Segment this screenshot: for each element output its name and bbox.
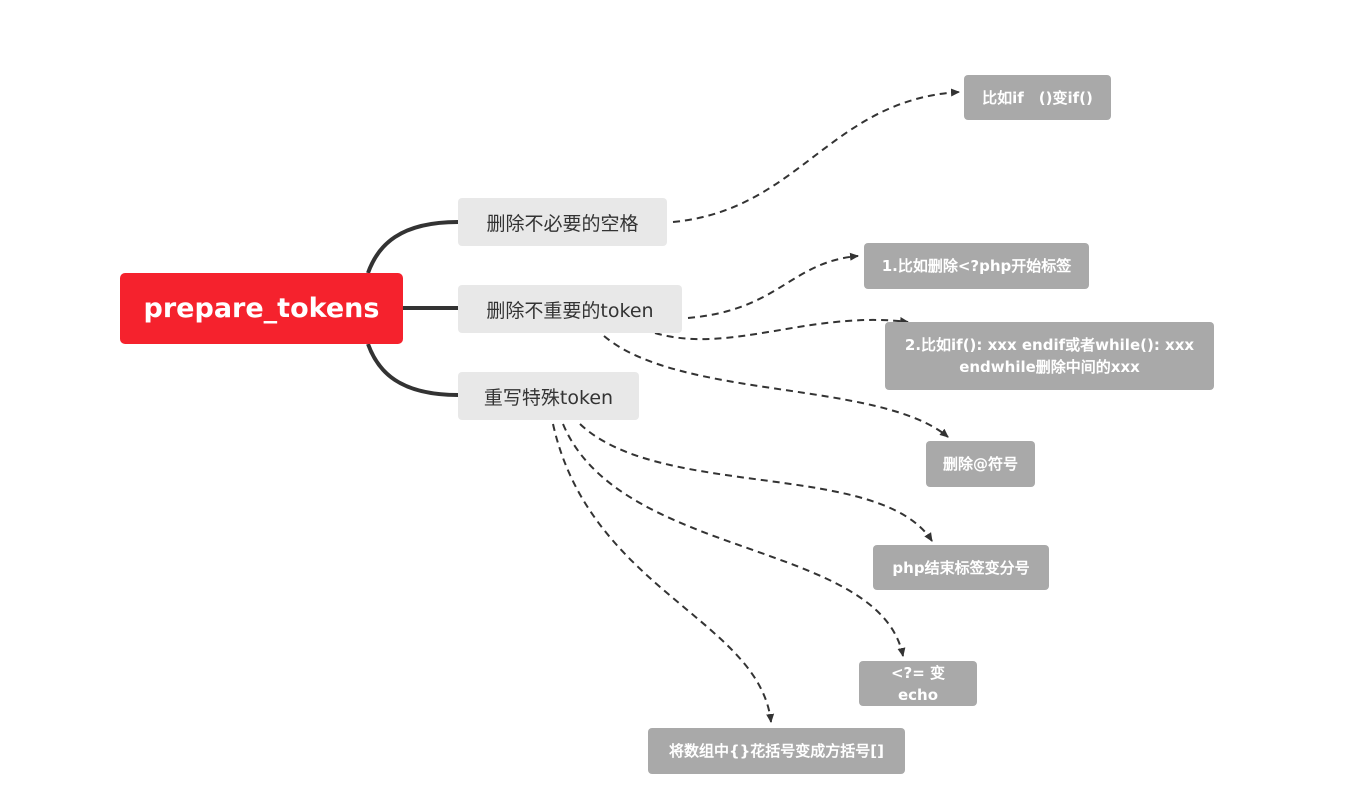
leaf-node-braces-to-brackets[interactable]: 将数组中{}花括号变成方括号[] bbox=[648, 728, 905, 774]
branch-node-remove-whitespace[interactable]: 删除不必要的空格 bbox=[458, 198, 667, 246]
branch-node-rewrite-special-tokens[interactable]: 重写特殊token bbox=[458, 372, 639, 420]
link-root-branch-1 bbox=[366, 220, 459, 274]
link-root-branch-3 bbox=[366, 343, 459, 397]
link-branch3-leaf6 bbox=[562, 423, 906, 657]
leaf-node-php-close-to-semicolon[interactable]: php结束标签变分号 bbox=[873, 545, 1049, 590]
branch-node-remove-unimportant-tokens[interactable]: 删除不重要的token bbox=[458, 285, 682, 333]
link-branch3-leaf5 bbox=[579, 423, 933, 542]
link-branch1-leaf1 bbox=[672, 88, 960, 223]
leaf-node-remove-php-open-tag[interactable]: 1.比如删除<?php开始标签 bbox=[864, 243, 1089, 289]
link-branch2-leaf4 bbox=[603, 335, 949, 438]
leaf-node-remove-alt-syntax-body[interactable]: 2.比如if(): xxx endif或者while(): xxx endwhi… bbox=[885, 322, 1214, 390]
link-branch2-leaf2 bbox=[687, 252, 859, 319]
root-node[interactable]: prepare_tokens bbox=[120, 273, 403, 344]
leaf-node-short-echo-to-echo[interactable]: <?= 变echo bbox=[859, 661, 977, 706]
leaf-node-remove-at-sign[interactable]: 删除@符号 bbox=[926, 441, 1035, 487]
leaf-node-if-spacing[interactable]: 比如if ()变if() bbox=[964, 75, 1111, 120]
link-branch2-leaf3 bbox=[654, 317, 909, 341]
link-branch3-leaf7 bbox=[552, 423, 775, 723]
